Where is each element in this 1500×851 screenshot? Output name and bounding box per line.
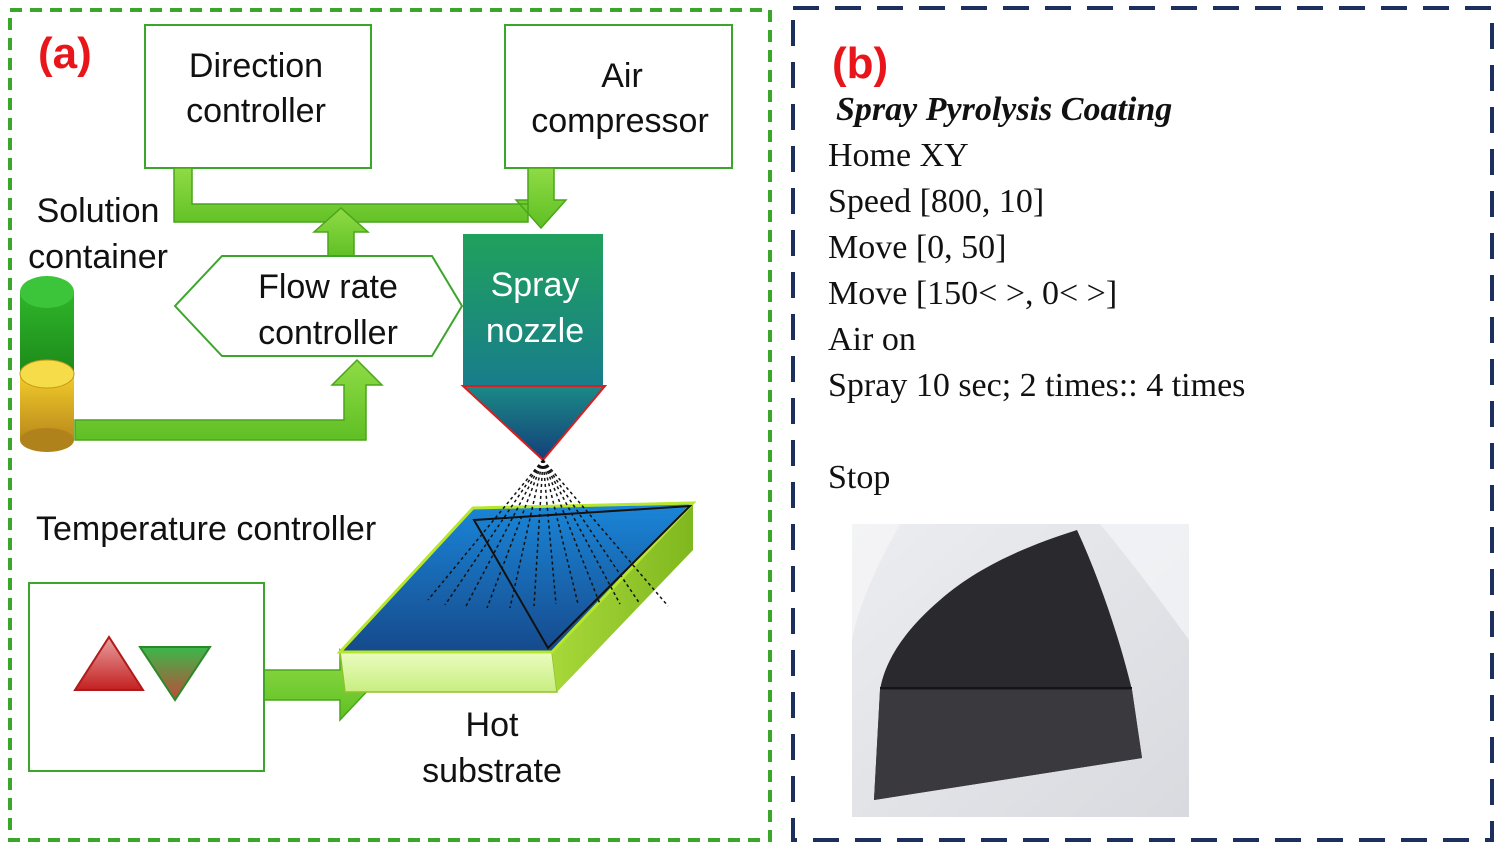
program-step: Spray 10 sec; 2 times:: 4 times	[828, 367, 1245, 404]
temperature-controller-label: Temperature controller	[36, 510, 376, 548]
hot-substrate-label-line2: substrate	[422, 752, 562, 790]
air-compressor-box: Air compressor	[504, 24, 733, 169]
coated-sample-photo	[852, 524, 1189, 817]
temperature-down-icon	[138, 646, 212, 702]
direction-controller-label-line1: Direction	[189, 47, 323, 85]
program-step: Air on	[828, 321, 916, 358]
direction-controller-label-line2: controller	[186, 92, 326, 130]
direction-controller-box: Direction controller	[144, 24, 372, 169]
program-step: Speed [800, 10]	[828, 183, 1044, 220]
flow-rate-controller: Flow rate controller	[173, 255, 464, 357]
substrate-front-face	[339, 651, 558, 693]
program-step: Home XY	[828, 137, 969, 174]
substrate-side-face	[552, 503, 693, 692]
panel-b-border	[791, 6, 1494, 842]
hot-substrate-label-line1: Hot	[466, 706, 519, 744]
container-to-flow-arrow	[74, 358, 384, 441]
solution-container-cylinder	[19, 276, 75, 452]
program-step: Stop	[828, 459, 890, 496]
panel-a-label: (a)	[38, 29, 92, 78]
solution-container-label-line2: container	[28, 238, 168, 276]
panel-b-label: (b)	[832, 39, 888, 88]
spray-nozzle-label-line2: nozzle	[486, 312, 584, 350]
air-compressor-label-line1: Air	[601, 57, 643, 95]
hot-substrate	[336, 501, 697, 693]
spray-area-triangle	[472, 504, 693, 650]
substrate-edge-rim	[336, 501, 697, 654]
flow-controller-up-arrow	[312, 206, 370, 259]
spray-nozzle-label-line1: Spray	[491, 266, 580, 304]
air-compressor-label-line2: compressor	[531, 102, 709, 140]
spray-mist-lines	[427, 459, 669, 609]
flow-rate-controller-label-line1: Flow rate	[258, 268, 398, 306]
spray-nozzle: Spray nozzle	[460, 234, 608, 462]
program-steps: Home XY Speed [800, 10] Move [0, 50] Mov…	[828, 137, 1245, 496]
program-step: Move [150< >, 0< >]	[828, 275, 1117, 312]
temperature-up-icon	[73, 635, 145, 691]
panel-a-border	[8, 8, 772, 842]
program-step: Move [0, 50]	[828, 229, 1006, 266]
direction-to-nozzle-arrow	[173, 167, 568, 230]
flow-rate-controller-label-line2: controller	[258, 314, 398, 352]
solution-container-label-line1: Solution	[37, 192, 160, 230]
temperature-controller-box	[28, 582, 265, 772]
spray-nozzle-cone	[460, 385, 608, 462]
program-title: Spray Pyrolysis Coating	[836, 91, 1172, 128]
